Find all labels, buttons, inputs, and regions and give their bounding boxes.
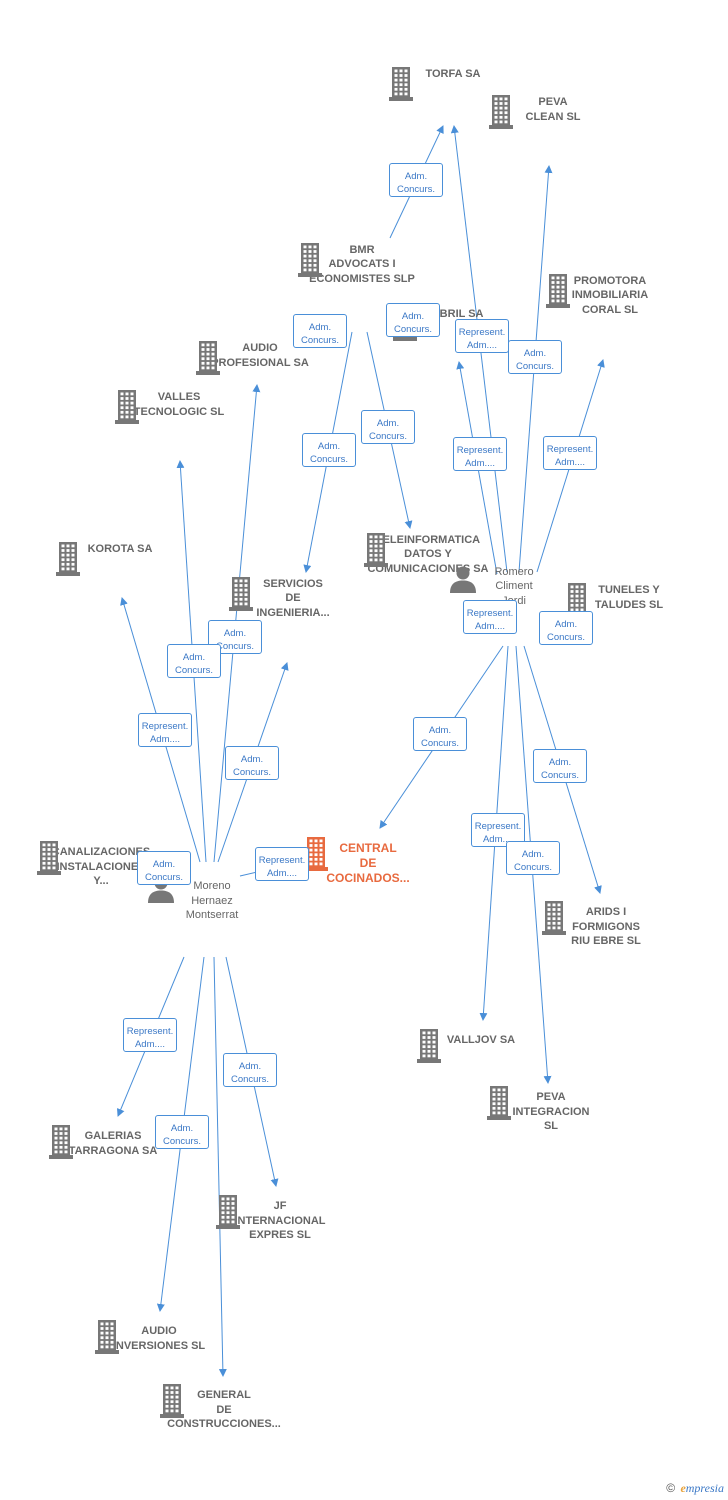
node-audio_inv[interactable]: AUDIO INVERSIONES SL: [94, 1320, 224, 1354]
relationship-badge[interactable]: Represent. Adm....: [453, 437, 507, 471]
node-label: PEVA CLEAN SL: [525, 96, 581, 123]
node-label: Moreno Hernaez Montserrat: [185, 880, 239, 921]
node-label: AUDIO PROFESIONAL SA: [211, 342, 309, 369]
relationship-badge[interactable]: Adm. Concurs.: [302, 433, 356, 467]
edge-moreno-to-general: [213, 956, 227, 1377]
node-general[interactable]: GENERAL DE CONSTRUCCIONES...: [159, 1384, 289, 1432]
relationship-badge[interactable]: Adm. Concurs.: [413, 717, 467, 751]
relationship-badge[interactable]: Represent. Adm....: [463, 600, 517, 634]
relationship-badge[interactable]: Adm. Concurs.: [137, 851, 191, 885]
node-label: GALERIAS TARRAGONA SA: [68, 1130, 158, 1157]
relationship-badge[interactable]: Represent. Adm....: [543, 436, 597, 470]
brand-logo[interactable]: empresia: [680, 1481, 724, 1495]
relationship-badge[interactable]: Adm. Concurs.: [225, 746, 279, 780]
node-torfa[interactable]: TORFA SA: [388, 66, 518, 101]
relationship-badge[interactable]: Represent. Adm....: [455, 319, 509, 353]
node-jf[interactable]: JF INTERNACIONAL EXPRES SL: [215, 1195, 345, 1243]
node-peva_int[interactable]: PEVA INTEGRACION SL: [486, 1086, 616, 1134]
node-bmr[interactable]: BMR ADVOCATS I ECONOMISTES SLP: [297, 242, 427, 291]
node-label: JF INTERNACIONAL EXPRES SL: [234, 1200, 326, 1241]
relationship-badge[interactable]: Adm. Concurs.: [508, 340, 562, 374]
node-label: VALLJOV SA: [446, 1034, 516, 1046]
footer-brand: © empresia: [666, 1481, 724, 1496]
node-label: TUNELES Y TALUDES SL: [594, 584, 664, 611]
node-label: GENERAL DE CONSTRUCCIONES...: [167, 1389, 281, 1430]
node-korota[interactable]: KOROTA SA: [55, 541, 185, 576]
node-galerias[interactable]: GALERIAS TARRAGONA SA: [48, 1125, 178, 1159]
node-label: SERVICIOS DE INGENIERIA...: [256, 577, 330, 619]
relationship-badge[interactable]: Adm. Concurs.: [167, 644, 221, 678]
copyright-symbol: ©: [666, 1481, 676, 1495]
relationship-badge[interactable]: Adm. Concurs.: [533, 749, 587, 783]
node-peva_clean[interactable]: PEVA CLEAN SL: [488, 95, 618, 129]
relationship-badge[interactable]: Adm. Concurs.: [389, 163, 443, 197]
node-label: TELEINFORMATICA DATOS Y COMUNICACIONES S…: [367, 533, 489, 575]
relationship-badge[interactable]: Adm. Concurs.: [361, 410, 415, 444]
node-label: BMR ADVOCATS I ECONOMISTES SLP: [309, 243, 415, 285]
node-label: PROMOTORA INMOBILIARIA CORAL SL: [571, 274, 649, 316]
node-label: PEVA INTEGRACION SL: [512, 1091, 590, 1132]
node-label: CANALIZACIONES INSTALACIONES Y...: [51, 846, 151, 887]
relationship-badge[interactable]: Represent. Adm....: [123, 1018, 177, 1052]
node-audio_prof[interactable]: AUDIO PROFESIONAL SA: [195, 341, 325, 375]
node-canal[interactable]: CANALIZACIONES INSTALACIONES Y...: [36, 841, 166, 889]
node-valles[interactable]: VALLES TECNOLOGIC SL: [114, 390, 244, 424]
node-teleinf[interactable]: TELEINFORMATICA DATOS Y COMUNICACIONES S…: [363, 532, 493, 581]
node-label: CENTRAL DE COCINADOS...: [326, 841, 410, 885]
node-central[interactable]: CENTRAL DE COCINADOS...: [303, 837, 433, 886]
relationship-badge[interactable]: Adm. Concurs.: [386, 303, 440, 337]
node-promotora[interactable]: PROMOTORA INMOBILIARIA CORAL SL: [545, 273, 675, 322]
node-label: ARIDS I FORMIGONS RIU EBRE SL: [571, 906, 641, 947]
node-label: VALLES TECNOLOGIC SL: [133, 391, 225, 418]
relationship-badge[interactable]: Represent. Adm....: [255, 847, 309, 881]
node-arids[interactable]: ARIDS I FORMIGONS RIU EBRE SL: [541, 901, 671, 949]
node-label: KOROTA SA: [87, 542, 153, 555]
relationship-badge[interactable]: Adm. Concurs.: [539, 611, 593, 645]
node-servicios[interactable]: SERVICIOS DE INGENIERIA...: [228, 576, 358, 625]
relationship-badge[interactable]: Adm. Concurs.: [223, 1053, 277, 1087]
node-valljov[interactable]: VALLJOV SA: [416, 1029, 546, 1063]
relationship-badge[interactable]: Adm. Concurs.: [293, 314, 347, 348]
node-label: AUDIO INVERSIONES SL: [112, 1325, 206, 1352]
node-label: TORFA SA: [425, 67, 481, 80]
relationship-badge[interactable]: Adm. Concurs.: [506, 841, 560, 875]
relationship-badge[interactable]: Adm. Concurs.: [155, 1115, 209, 1149]
relationship-badge[interactable]: Represent. Adm....: [138, 713, 192, 747]
